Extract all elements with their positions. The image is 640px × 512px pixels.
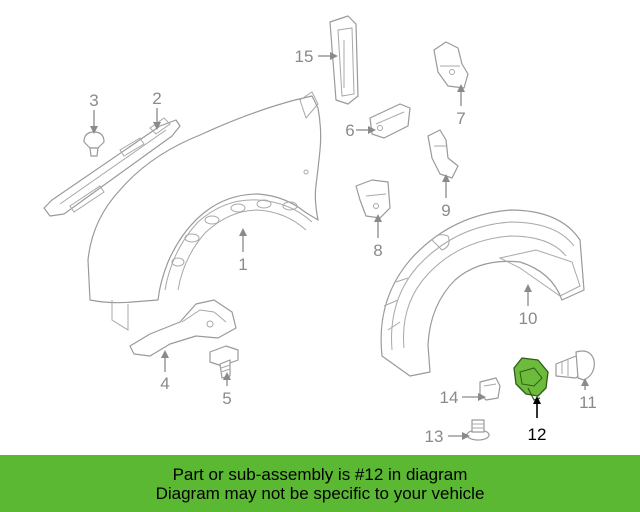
banner-line-part-number: Part or sub-assembly is #12 in diagram [172, 464, 468, 484]
bolt-part-5 [209, 345, 239, 379]
callout-11: 11 [579, 393, 597, 412]
callout-5: 5 [222, 389, 231, 408]
callout-4: 4 [160, 374, 169, 393]
screw-part-11 [555, 350, 595, 381]
callout-6: 6 [345, 121, 354, 140]
bracket-part-7 [433, 41, 469, 89]
callout-9: 9 [441, 201, 450, 220]
bracket-part-15 [329, 15, 359, 105]
fender-part-1 [87, 91, 322, 331]
bracket-part-9 [427, 129, 459, 179]
bracket-part-2 [43, 117, 181, 217]
clip-part-12 [513, 357, 549, 401]
callout-1: 1 [238, 255, 247, 274]
callout-3: 3 [89, 91, 98, 110]
info-banner: Part or sub-assembly is #12 in diagram D… [0, 455, 640, 512]
callout-14: 14 [440, 388, 459, 407]
clip-part-14 [479, 377, 501, 401]
bracket-part-4 [129, 299, 237, 357]
callout-13: 13 [425, 427, 444, 446]
bracket-part-8 [355, 179, 391, 219]
callout-15: 15 [295, 47, 314, 66]
callout-8: 8 [373, 241, 382, 260]
bracket-part-6 [369, 103, 411, 139]
banner-line-disclaimer: Diagram may not be specific to your vehi… [155, 483, 485, 503]
clip-part-3 [83, 131, 105, 157]
callout-10: 10 [519, 309, 538, 328]
fender-liner-part-10 [380, 209, 585, 377]
callout-12: 12 [528, 425, 547, 444]
callout-2: 2 [152, 89, 161, 108]
parts-diagram: 1 2 3 4 5 6 7 8 9 10 11 12 13 14 15 [43, 15, 597, 446]
bolt-part-13 [466, 419, 490, 441]
callout-7: 7 [456, 109, 465, 128]
